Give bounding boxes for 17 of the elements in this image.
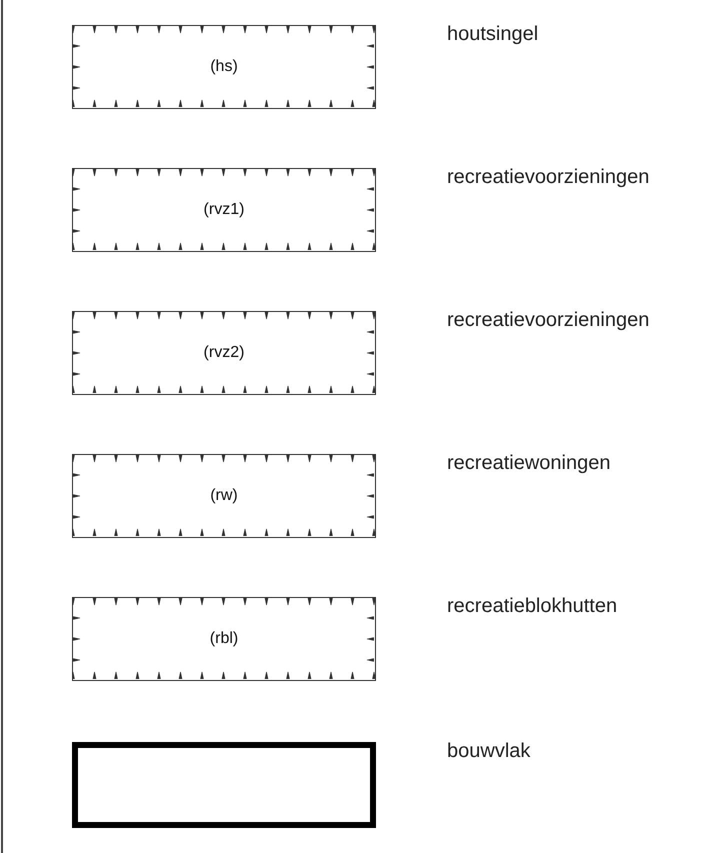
node-caption: houtsingel — [447, 23, 538, 46]
zone-code: (hs) — [210, 58, 238, 76]
node-caption: recreatieblokhutten — [447, 595, 618, 618]
hatched-zone-box — [72, 311, 376, 395]
hatched-zone-box — [72, 168, 376, 252]
node-caption: recreatievoorzieningen — [447, 309, 650, 332]
zone-code: (rvz2) — [204, 344, 244, 362]
node-caption: recreatiewoningen — [447, 452, 610, 475]
zone-code: (rbl) — [210, 630, 238, 648]
thick-outline-box — [72, 742, 376, 828]
node-caption: recreatievoorzieningen — [447, 166, 650, 189]
hatched-zone-box — [72, 597, 376, 681]
hatched-zone-box — [72, 25, 376, 109]
hatched-zone-box — [72, 454, 376, 538]
zone-code: (rvz1) — [204, 201, 244, 219]
node-caption: bouwvlak — [447, 740, 530, 763]
zone-code: (rw) — [210, 487, 238, 505]
